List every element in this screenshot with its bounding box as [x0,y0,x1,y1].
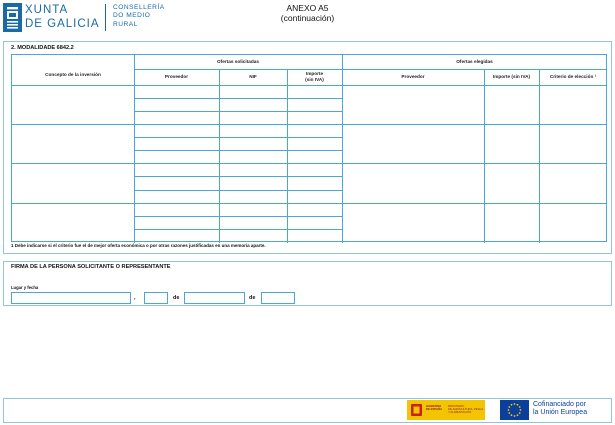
place-date-label: Lugar y fecha [11,285,39,290]
day-input[interactable] [144,292,168,304]
table-divider [134,55,135,243]
eu-line-2: la Unión Europea [533,409,588,417]
eu-flag-icon [500,400,529,420]
table-divider [134,137,342,138]
ministry-logo [407,400,485,420]
header-solicited-offers: Ofertas solicitadas [217,59,259,64]
table-divider [134,69,607,70]
conselleria-line: RURAL [113,20,138,28]
ministry-line: GOBIERNO [426,404,442,408]
year-input[interactable] [261,292,295,304]
table-divider [134,176,342,177]
footer-logos [3,398,612,423]
table-divider [134,216,342,217]
section-title-modality: 2. MODALIDADE 6842.2 [11,45,74,51]
header-importe-line2: (sin IVA) [305,76,324,82]
table-divider [539,69,540,243]
brand-name: XUNTA DE GALICIA [25,3,100,31]
table-divider [342,55,343,243]
eu-cofinancing-text: Cofinanciado por la Unión Europea [533,401,587,418]
spain-coat-of-arms-icon [410,403,423,417]
brand-line-2: DE GALICIA [25,18,100,30]
table-divider [134,150,342,151]
table-divider [134,98,342,99]
modality-section [3,41,612,254]
footnote: 1 Debe indicarse si el criterio fue el d… [11,243,266,248]
header-nif: NIF [249,74,257,79]
header-proveedor: Proveedor [164,74,189,79]
table-divider [12,163,607,164]
brand-line-1: XUNTA [25,4,69,16]
table-divider [484,69,485,243]
ministry-detail-line: MINISTERIO [448,404,465,408]
ministry-text: GOBIERNO DE ESPAÑA [426,404,443,412]
month-input[interactable] [184,292,245,304]
conselleria-name: CONSELLERÍA DO MEDIO RURAL [113,4,165,29]
header-importe-chosen: Importe (sin IVA) [492,74,531,79]
brand-divider [105,4,106,31]
conselleria-line: CONSELLERÍA [113,4,165,11]
signature-section [3,261,612,306]
header-importe-line1: Importe [305,71,324,76]
header-criterio: Criterio de elección ¹ [549,74,597,79]
ministry-detail-text: MINISTERIO DE AGRICULTURA, PESCA Y ALIME… [448,404,484,415]
header-proveedor-chosen: Proveedor [401,74,425,79]
table-divider [134,229,342,230]
comma-separator: , [134,295,136,301]
table-divider [12,85,607,86]
annex-heading: ANEXO A5 (continuación) [0,3,615,23]
header-concept: Concepto de la inversión [45,72,101,77]
table-divider [12,124,607,125]
header-chosen-offers: Ofertas elegidas [456,59,493,64]
galicia-flag-icon [3,3,22,32]
eu-line-1: Cofinanciado por [533,401,586,408]
table-divider [287,69,288,243]
ministry-detail-line: DE AGRICULTURA, PESCA [448,407,484,412]
header-importe: Importe (sin IVA) [287,71,342,82]
conselleria-line: DO MEDIO [113,12,151,20]
ministry-detail-line: Y ALIMENTACIÓN [448,410,472,415]
table-divider [12,203,607,204]
de-separator-1: de [173,295,180,301]
place-input[interactable] [11,292,131,304]
ministry-line: DE ESPAÑA [426,407,443,412]
de-separator-2: de [249,295,256,301]
table-divider [134,111,342,112]
annex-subtitle: (continuación) [280,13,335,23]
section-title-signature: FIRMA DE LA PERSONA SOLICITANTE O REPRES… [11,264,171,270]
offers-table: Concepto de la inversión Ofertas solicit… [11,54,607,243]
table-divider [134,190,342,191]
annex-title: ANEXO A5 [286,3,329,13]
table-divider [219,69,220,243]
